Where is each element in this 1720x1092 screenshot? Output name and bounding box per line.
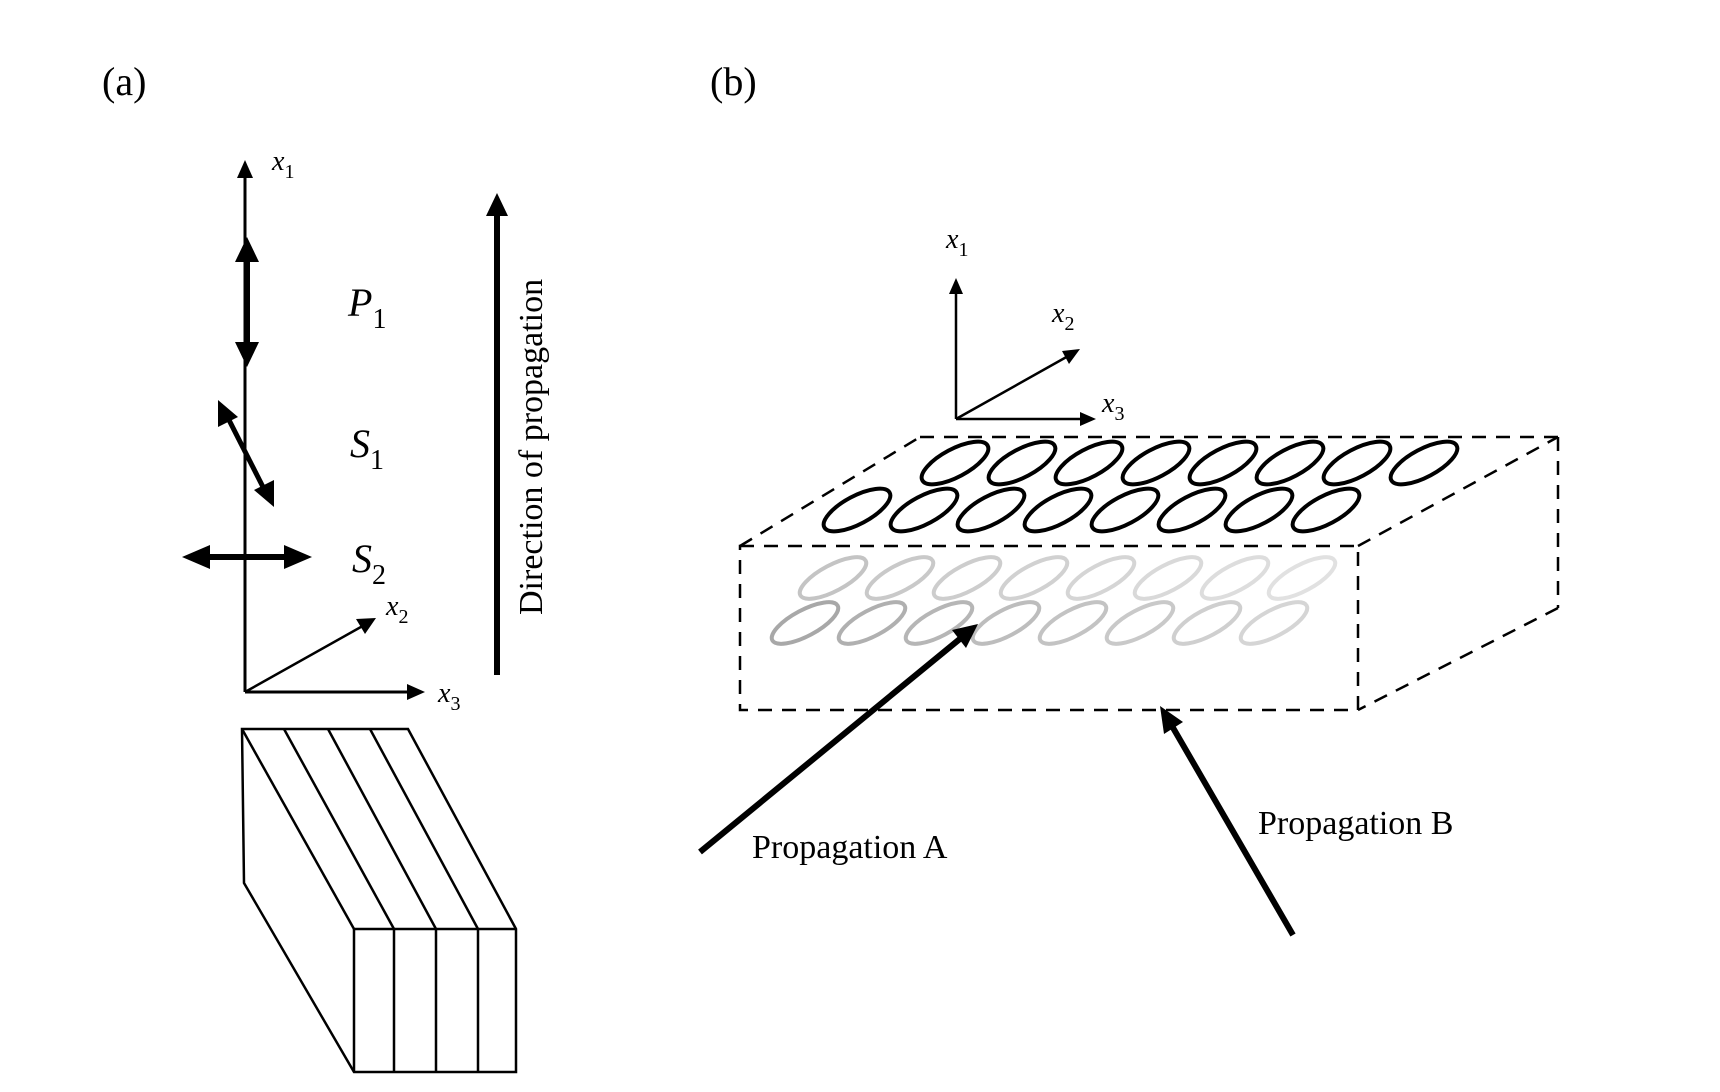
panel-a-x3-label: x3 [437, 678, 460, 715]
grain-ellipse-faded [836, 600, 908, 646]
propagation-b-label: Propagation B [1258, 805, 1453, 842]
propagation-b-arrow [1160, 706, 1296, 937]
x1-arrowhead [949, 278, 963, 294]
grain-ellipse-faded [769, 600, 841, 646]
grain-ellipse-faded [1199, 555, 1271, 601]
panel-b-label: (b) [710, 59, 757, 104]
grain-ellipse-faded [1266, 555, 1338, 601]
grain-ellipse [986, 439, 1058, 487]
top-face-ellipses [821, 439, 1460, 534]
layered-block [240, 727, 518, 1074]
p1-polarization-arrow [235, 237, 259, 367]
grain-ellipse-faded [1104, 600, 1176, 646]
grain-ellipse [888, 486, 960, 534]
panel-a-axis-x1: x1 [237, 146, 294, 692]
grain-ellipse-faded [970, 600, 1042, 646]
x2-arrowhead [1062, 349, 1080, 364]
grain-ellipse [919, 439, 991, 487]
panel-b-axes [949, 278, 1096, 426]
grain-ellipse-faded [1132, 555, 1204, 601]
x2-arrowhead [356, 618, 376, 634]
panel-a-label: (a) [102, 59, 146, 104]
panel-b: (b) x1 x2 x3 [698, 59, 1560, 937]
grain-ellipse [955, 486, 1027, 534]
grain-ellipse [1120, 439, 1192, 487]
grain-ellipse [1022, 486, 1094, 534]
grain-ellipse [1053, 439, 1125, 487]
layer-line [282, 728, 396, 930]
grain-ellipse [1187, 439, 1259, 487]
grain-ellipse-faded [797, 555, 869, 601]
x1-arrowhead [237, 160, 253, 178]
s1-label: S1 [350, 421, 384, 476]
panel-a-axis-x3: x3 [245, 678, 460, 715]
grain-ellipse-faded [864, 555, 936, 601]
grain-ellipse-faded [903, 600, 975, 646]
layer-line [368, 728, 480, 930]
direction-of-propagation-label: Direction of propagation [513, 279, 550, 615]
s1-polarization-arrow [218, 400, 274, 507]
panel-a: (a) x1 x2 x3 P1 [102, 59, 550, 1074]
grain-ellipse-faded [1065, 555, 1137, 601]
grain-ellipse [1089, 486, 1161, 534]
grain-ellipse-faded [998, 555, 1070, 601]
grain-ellipse [1156, 486, 1228, 534]
s2-label: S2 [352, 536, 386, 591]
front-face-ellipses [769, 555, 1338, 646]
grain-ellipse-faded [1238, 600, 1310, 646]
propagation-a-label: Propagation A [752, 829, 948, 866]
panel-b-x2-label: x2 [1051, 298, 1074, 335]
grain-ellipse [1254, 439, 1326, 487]
s2-polarization-arrow [182, 545, 312, 569]
layer-line [326, 728, 438, 930]
grain-ellipse [1290, 486, 1362, 534]
x3-arrowhead [407, 684, 425, 700]
grain-ellipse [1388, 439, 1460, 487]
panel-a-x2-label: x2 [385, 591, 408, 628]
grain-ellipse [1223, 486, 1295, 534]
p1-label: P1 [347, 280, 386, 335]
dashed-sample-box [738, 435, 1560, 712]
grain-ellipse [821, 486, 893, 534]
panel-a-x1-label: x1 [271, 146, 294, 183]
grain-ellipse-faded [931, 555, 1003, 601]
propagation-a-arrow [698, 624, 978, 855]
direction-of-propagation-arrow [486, 193, 508, 675]
panel-b-x3-label: x3 [1101, 388, 1124, 425]
grain-ellipse-faded [1171, 600, 1243, 646]
x3-arrowhead [1080, 412, 1096, 426]
panel-a-axis-x2: x2 [244, 591, 408, 694]
panel-b-x1-label: x1 [945, 224, 968, 261]
grain-ellipse-faded [1037, 600, 1109, 646]
grain-ellipse [1321, 439, 1393, 487]
